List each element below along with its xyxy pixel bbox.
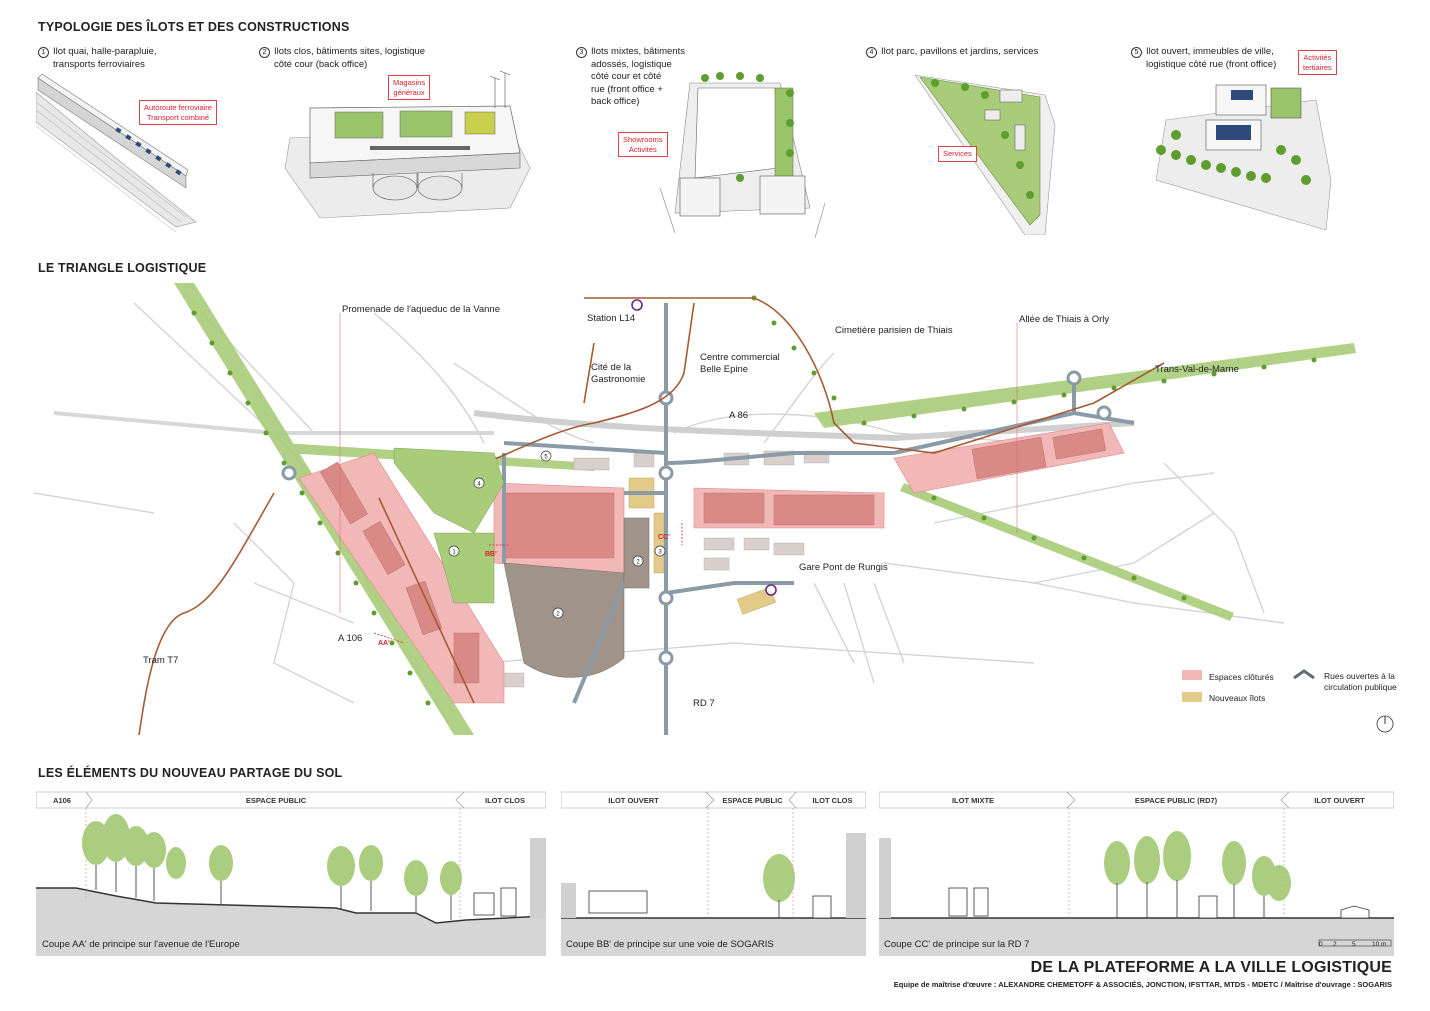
typology-5-number: 5 <box>1131 47 1142 58</box>
typology-3-number: 3 <box>576 47 587 58</box>
typology-3-line: côté cour et côté <box>591 71 662 82</box>
legend-fenced-swatch <box>1182 670 1202 680</box>
label-centre-line2: Belle Epine <box>700 364 749 375</box>
label-gare: Gare Pont de Rungis <box>799 562 888 573</box>
typology-1-label: 1 Ilot quai, halle-parapluie, transports… <box>38 46 157 71</box>
cut-bb-caption: Coupe BB' de principe sur une voie de SO… <box>566 939 774 950</box>
cut-cc-segment-1: ILOT MIXTE <box>951 796 995 805</box>
svg-text:2: 2 <box>556 612 560 618</box>
legend-new-islands-swatch <box>1182 692 1202 702</box>
scale-mark-2: 2 <box>1333 941 1337 948</box>
typology-5-label: 5 Ilot ouvert, immeubles de ville, logis… <box>1131 46 1276 71</box>
typology-1-line: Ilot quai, halle-parapluie, <box>53 46 157 57</box>
cut-bb-drawing <box>561 791 866 956</box>
cut-aa-drawing <box>36 791 546 956</box>
typology-2-line: Ilots clos, bâtiments sites, logistique <box>274 46 426 57</box>
legend-rues-line2: circulation publique <box>1324 682 1397 692</box>
typology-4-illustration <box>914 74 1056 235</box>
page-title: DE LA PLATEFORME A LA VILLE LOGISTIQUE <box>1030 959 1392 976</box>
label-allee: Allée de Thiais à Orly <box>1019 314 1110 325</box>
typology-4-tag: Services <box>938 146 977 162</box>
typology-4-number: 4 <box>866 47 877 58</box>
typology-2-number: 2 <box>259 47 270 58</box>
scale-mark-0: 0 <box>1319 941 1323 948</box>
typology-1-number: 1 <box>38 47 49 58</box>
label-a106: A 106 <box>338 633 363 644</box>
cut-aa-segment-1: A106 <box>53 796 71 805</box>
label-centre-line1: Centre commercial <box>700 352 780 363</box>
cut-aa-caption: Coupe AA' de principe sur l'avenue de l'… <box>42 939 240 950</box>
label-cite-line2: Gastronomie <box>591 374 646 385</box>
typology-4-label: 4 Ilot parc, pavillons et jardins, servi… <box>866 46 1038 59</box>
label-cut-bb: BB' <box>485 551 497 558</box>
cut-bb-segment-2: ESPACE PUBLIC <box>722 796 783 805</box>
cut-cc-segment-2: ESPACE PUBLIC (RD7) <box>1134 796 1218 805</box>
typology-1-line: transports ferroviaires <box>53 58 145 70</box>
label-a86: A 86 <box>729 410 749 421</box>
typology-3-illustration <box>659 72 826 238</box>
typology-5-line: Ilot ouvert, immeubles de ville, <box>1146 46 1274 57</box>
legend-roads-swatch <box>1293 669 1315 680</box>
cut-bb-segment-3: ILOT CLOS <box>812 796 853 805</box>
svg-text:3: 3 <box>658 550 662 556</box>
typology-2-illustration <box>284 70 531 219</box>
typology-3-line: adossés, logistique <box>591 58 672 70</box>
label-cite-line1: Cité de la <box>591 362 632 373</box>
label-tram: Tram T7 <box>143 655 179 666</box>
typology-3-line: back office) <box>591 96 640 107</box>
label-rd7: RD 7 <box>693 698 715 709</box>
label-cimetiere: Cimetière parisien de Thiais <box>835 325 953 336</box>
label-promenade: Promenade de l'aqueduc de la Vanne <box>342 304 500 315</box>
typology-4-line: Ilot parc, pavillons et jardins, service… <box>881 46 1039 57</box>
triangle-title: LE TRIANGLE LOGISTIQUE <box>38 261 207 275</box>
svg-text:5: 5 <box>544 455 548 461</box>
typology-title: TYPOLOGIE DES ÎLOTS ET DES CONSTRUCTIONS <box>38 20 350 34</box>
typology-5-illustration <box>1155 84 1332 231</box>
typology-3-label: 3 Ilots mixtes, bâtiments adossés, logis… <box>576 46 685 109</box>
label-station: Station L14 <box>587 313 636 324</box>
credits: Equipe de maîtrise d'œuvre : ALEXANDRE C… <box>893 980 1392 989</box>
typology-3-line: rue (front office + <box>591 83 663 95</box>
scale-mark-10: 10 m <box>1372 941 1387 948</box>
label-cut-cc: CC' <box>658 534 670 541</box>
typology-2-label: 2 Ilots clos, bâtiments sites, logistiqu… <box>259 46 425 71</box>
scale-mark-5: 5 <box>1352 941 1356 948</box>
triangle-map: 1 4 5 2 3 2 <box>34 283 1356 735</box>
typology-1-illustration <box>36 73 197 232</box>
legend-espaces: Espaces clôturés <box>1209 672 1274 682</box>
cut-cc-drawing <box>879 791 1394 956</box>
svg-text:1: 1 <box>452 550 456 556</box>
typology-3-line: Ilots mixtes, bâtiments <box>591 46 685 57</box>
svg-text:2: 2 <box>636 560 640 566</box>
cut-cc-segment-3: ILOT OUVERT <box>1314 796 1365 805</box>
typology-2-line: côté cour (back office) <box>274 58 368 70</box>
svg-text:4: 4 <box>477 482 481 488</box>
partage-title: LES ÉLÉMENTS DU NOUVEAU PARTAGE DU SOL <box>38 766 343 780</box>
legend-rues-line1: Rues ouvertes à la <box>1324 671 1395 681</box>
cut-bb-segment-1: ILOT OUVERT <box>608 796 659 805</box>
cut-cc-caption: Coupe CC' de principe sur la RD 7 <box>884 939 1030 950</box>
label-trans: Trans-Val-de-Marne <box>1155 364 1239 375</box>
cut-aa-segment-3: ILOT CLOS <box>485 796 525 805</box>
label-cut-aa: AA' <box>378 640 390 647</box>
typology-5-line: logistique côté rue (front office) <box>1146 58 1277 70</box>
map-legend-swatches <box>1182 669 1315 702</box>
cut-aa-segment-2: ESPACE PUBLIC <box>245 796 307 805</box>
legend-nouveaux: Nouveaux îlots <box>1209 693 1266 703</box>
north-arrow-icon <box>1376 715 1394 733</box>
